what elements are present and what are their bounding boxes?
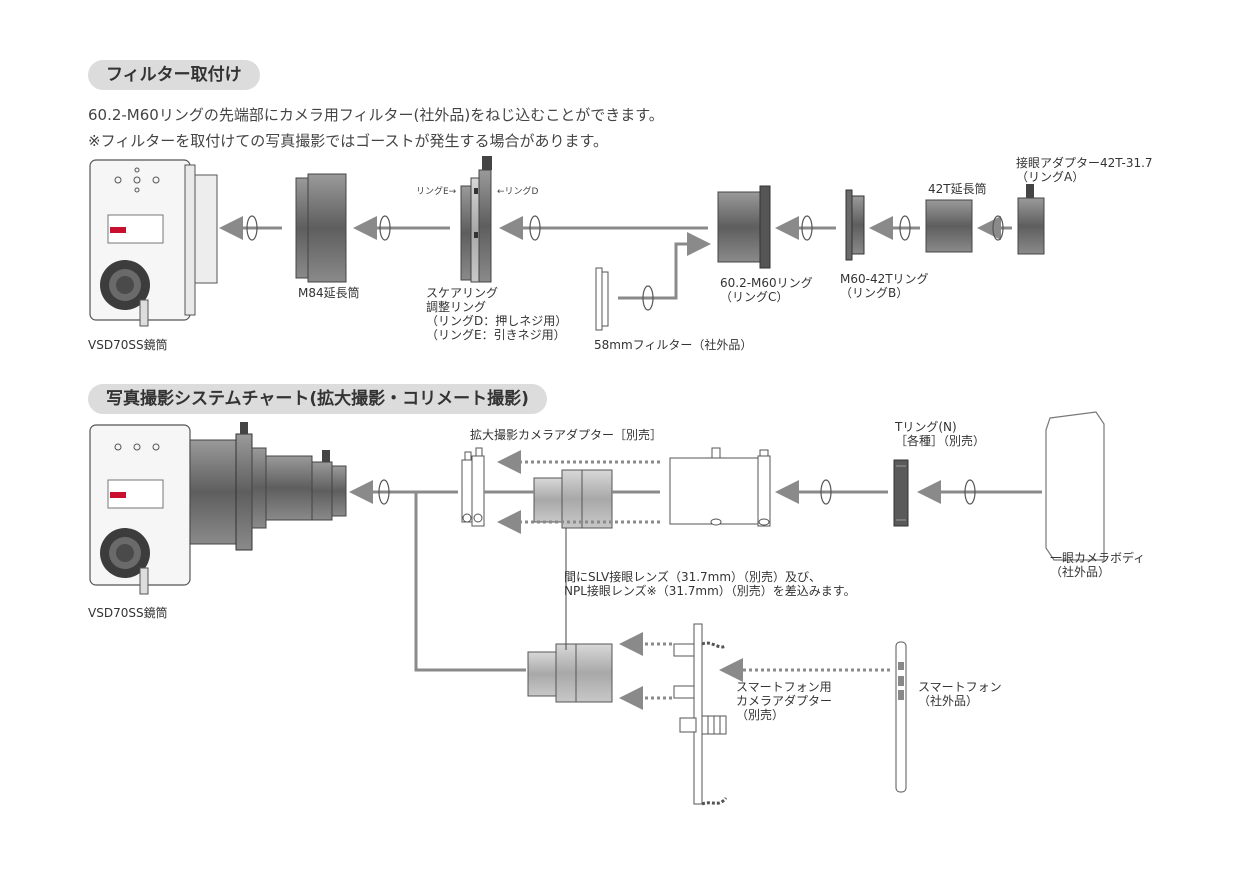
macro-adapter-tube [669, 447, 771, 527]
section2-title: 写真撮影システムチャート(拡大撮影・コリメート撮影) [88, 384, 547, 414]
label-between-lens: 間にSLV接眼レンズ（31.7mm）（別売）及び、 NPL接眼レンズ※（31.7… [564, 570, 856, 598]
dotted-insert-arrows [497, 450, 890, 710]
label-ring-d: ←リングD [497, 187, 539, 197]
label-m84: M84延長筒 [298, 286, 360, 300]
section1-arrows [219, 216, 1012, 300]
label-m60-42t: M60-42Tリング （リングB） [840, 272, 929, 300]
ring-60-2-m60 [717, 185, 771, 269]
label-smartphone-adapter: スマートフォン用 カメラアダプター （別売） [736, 680, 833, 722]
label-ring-e: リングE→ [416, 187, 457, 197]
smartphone-branch-eyepiece [527, 643, 613, 703]
vsd70ss-tube-1 [89, 159, 218, 327]
slr-camera-body [1045, 411, 1105, 561]
filter-58mm [595, 267, 609, 331]
label-eyepiece-adapter: 接眼アダプター42T-31.7 （リングA） [1016, 156, 1153, 184]
section1-desc-line2: ※フィルターを取付けての写真撮影ではゴーストが発生する場合があります。 [88, 132, 609, 150]
label-macro-adapter: 拡大撮影カメラアダプター［別売］ [470, 428, 663, 442]
vsd70ss-tube-2 [89, 422, 347, 595]
label-filter-58: 58mmフィルター（社外品） [594, 338, 753, 352]
label-smartphone: スマートフォン （社外品） [918, 680, 1002, 708]
section1-desc-line1: 60.2-M60リングの先端部にカメラ用フィルター(社外品)をねじ込むことができ… [88, 106, 664, 124]
smartphone-camera-adapter [673, 623, 728, 806]
label-vsd70ss-1: VSD70SS鏡筒 [88, 338, 168, 352]
label-t-ring: Tリング(N) ［各種］（別売） [895, 420, 986, 448]
label-ring-60: 60.2-M60リング （リングC） [720, 276, 813, 304]
section1-title: フィルター取付け [88, 60, 260, 90]
smartphone [895, 641, 907, 793]
rotation-symbols-2 [378, 479, 976, 505]
label-42t-extension: 42T延長筒 [928, 182, 987, 196]
extension-42t [925, 199, 973, 253]
ring-m60-42t [845, 189, 865, 261]
t-ring [893, 459, 909, 527]
section2-arrows [349, 480, 1042, 672]
eyepiece-adapter-42t [1017, 184, 1045, 255]
label-slr-body: 一眼カメラボディ （社外品） [1050, 551, 1146, 579]
squaring-adjust-ring [460, 156, 492, 283]
macro-adapter-eyepiece [533, 469, 613, 529]
rotation-symbols-1 [246, 215, 1004, 311]
macro-adapter-clamp [461, 447, 485, 527]
label-squaring-ring: スケアリング 調整リング （リングD：押しネジ用） （リングE：引きネジ用） [426, 286, 568, 342]
label-vsd70ss-2: VSD70SS鏡筒 [88, 606, 168, 620]
m84-extension-tube [295, 173, 347, 283]
